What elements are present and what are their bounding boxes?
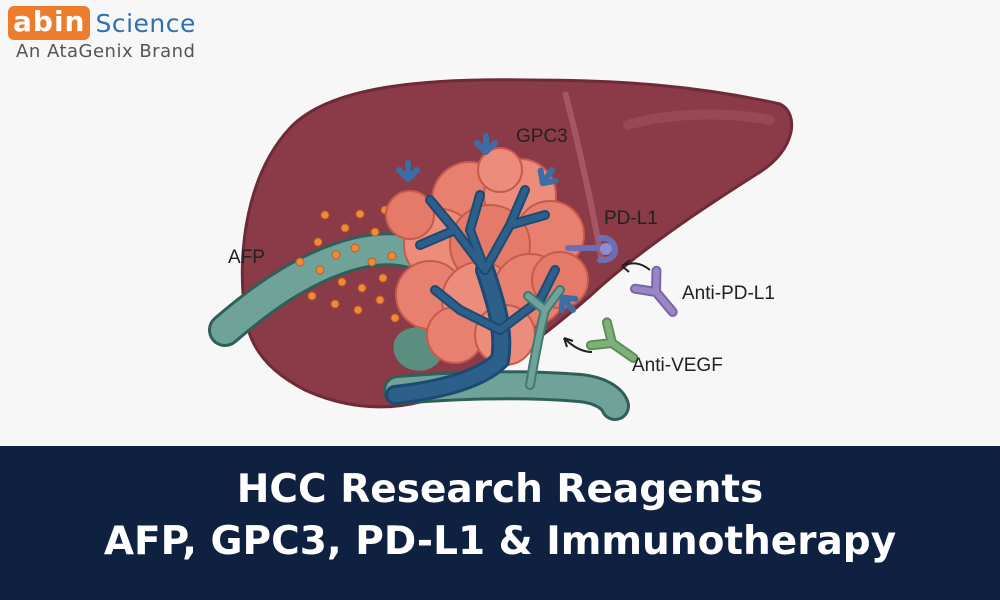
blood-vessel: [385, 185, 565, 405]
label-anti-vegf: Anti-VEGF: [632, 355, 723, 376]
hcc-diagram: GPC3 PD-L1 AFP Anti-PD-L1 Anti-VEGF: [208, 78, 794, 421]
title-banner: HCC Research Reagents AFP, GPC3, PD-L1 &…: [0, 446, 1000, 600]
arrow-icon: [563, 337, 593, 353]
logo-tagline: An AtaGenix Brand: [16, 41, 196, 62]
arrow-icon: [621, 259, 651, 273]
label-gpc3: GPC3: [516, 126, 568, 147]
brand-logo: abin Science An AtaGenix Brand: [8, 6, 196, 62]
banner-subtitle: AFP, GPC3, PD-L1 & Immunotherapy: [103, 519, 897, 564]
label-anti-pdl1: Anti-PD-L1: [682, 283, 775, 304]
label-afp: AFP: [228, 247, 265, 268]
afp-molecules: [295, 205, 400, 323]
pdl1-receptor: [565, 234, 618, 264]
logo-science: Science: [95, 8, 196, 38]
logo-abin: abin: [8, 6, 91, 40]
banner-title: HCC Research Reagents: [236, 467, 764, 512]
antibody-icon: [629, 265, 678, 317]
antibody-icon: [585, 317, 639, 363]
label-pdl1: PD-L1: [604, 208, 658, 229]
